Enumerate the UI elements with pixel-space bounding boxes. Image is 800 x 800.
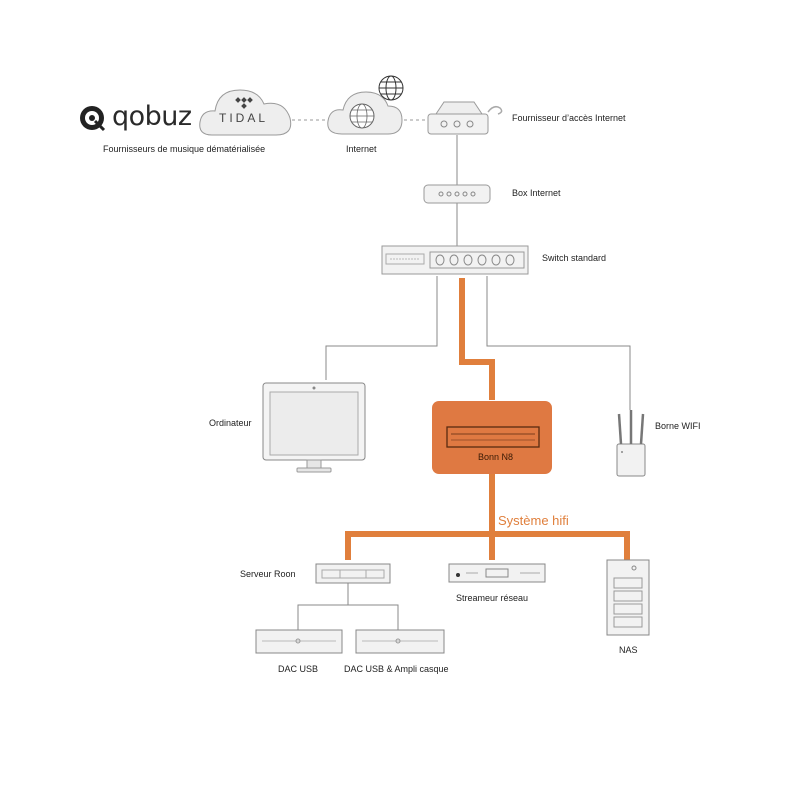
dac-headphone-icon <box>355 629 445 654</box>
streamer-label: Streameur réseau <box>456 593 529 603</box>
dac-icon <box>255 629 343 654</box>
server-icon <box>315 563 391 584</box>
switch-label: Switch standard <box>542 253 607 263</box>
tidal-diamonds-icon <box>235 97 253 109</box>
box-label: Box Internet <box>512 188 561 198</box>
wifi-label: Borne WIFI <box>655 421 701 431</box>
tidal-wordmark: TIDAL <box>219 111 269 125</box>
nas-icon <box>606 559 650 636</box>
tidal-cloud-icon <box>199 89 292 136</box>
streamer-icon <box>448 563 546 583</box>
internet-label: Internet <box>346 144 377 154</box>
qobuz-logo-icon <box>80 106 106 132</box>
switch-icon <box>381 245 529 275</box>
qobuz-brand: qobuz <box>80 101 192 132</box>
globe-icon <box>378 75 404 101</box>
modem-icon <box>427 101 503 135</box>
grey-links <box>297 135 631 630</box>
isp-label: Fournisseur d’accès Internet <box>512 113 626 123</box>
nas-label: NAS <box>619 645 638 655</box>
computer-label: Ordinateur <box>209 418 252 428</box>
bonn-n8-label: Bonn N8 <box>478 452 514 462</box>
bonn-n8-box <box>432 401 552 474</box>
monitor-icon <box>262 382 366 473</box>
orange-links <box>345 278 630 560</box>
internet-cloud-icon <box>327 91 403 135</box>
qobuz-wordmark: qobuz <box>112 101 192 132</box>
hifi-system-label: Système hifi <box>498 513 569 528</box>
roon-server-label: Serveur Roon <box>240 569 296 579</box>
dac-usb-label: DAC USB <box>278 664 319 674</box>
wifi-router-icon <box>616 410 646 477</box>
music-providers-label: Fournisseurs de musique dématérialisée <box>103 144 266 154</box>
box-icon <box>423 184 491 204</box>
dac-headphone-label: DAC USB & Ampli casque <box>344 664 449 674</box>
